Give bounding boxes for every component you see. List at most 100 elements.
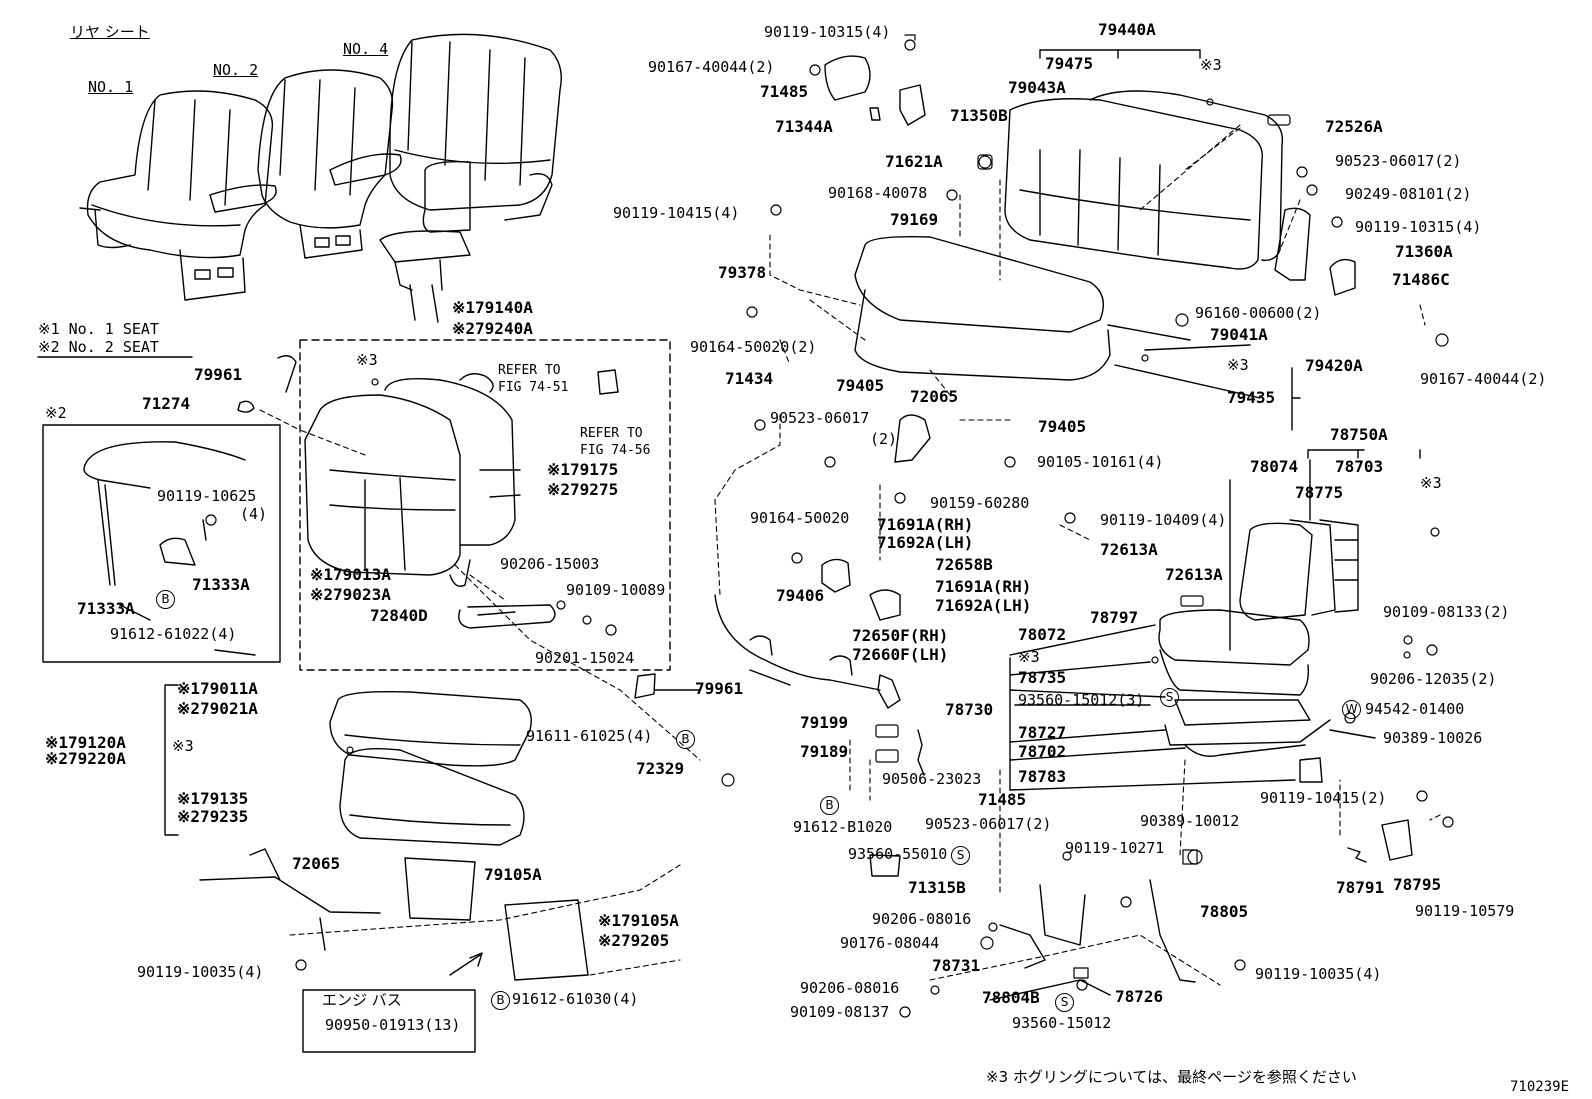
part-label: 71350B <box>950 106 1008 125</box>
part-label: 90523-06017(2) <box>925 815 1052 833</box>
symbol-s-circle: S <box>1160 688 1182 707</box>
part-label: 90176-08044 <box>840 934 940 952</box>
seat-cushion-drawing <box>329 691 532 846</box>
part-label: 90206-08016 <box>872 910 972 928</box>
seat-label-no2: NO. 2 <box>213 61 259 79</box>
part-label: 78805 <box>1200 902 1249 921</box>
part-label: 90167-40044(2) <box>648 58 775 76</box>
part-label: 78791 <box>1336 878 1385 897</box>
part-label: 90167-40044(2) <box>1420 370 1547 388</box>
part-label: 72650F(RH) <box>852 626 949 645</box>
leg-star179105A <box>504 899 589 981</box>
link-78731 <box>999 924 1046 969</box>
part-label: 71274 <box>142 394 191 413</box>
symbol-s-circle: S <box>1055 993 1077 1012</box>
part-label: 79440A <box>1098 20 1156 39</box>
part-label: 90119-10035(4) <box>137 963 264 981</box>
bracket-78783 <box>1299 757 1323 783</box>
part-label: 78726 <box>1115 987 1164 1006</box>
part-label: ※3 <box>172 737 194 755</box>
part-label: 90523-06017(2) <box>1335 152 1462 170</box>
part-label: 79420A <box>1305 356 1363 375</box>
part-label: 78750A <box>1330 425 1388 444</box>
rear-bench-seatback-drawing <box>1004 90 1284 270</box>
part-label: 71360A <box>1395 242 1453 261</box>
leg-frame-78804B <box>1039 884 1086 946</box>
part-label: 90523-06017 <box>770 409 870 427</box>
part-label: 78074 <box>1250 457 1299 476</box>
engine-pointer-arrow <box>449 954 481 976</box>
part-label: (4) <box>240 505 268 523</box>
seat-label-no1: NO. 1 <box>88 78 134 96</box>
part-label: 90119-10415(4) <box>613 204 740 222</box>
part-label: ※279220A <box>45 749 126 768</box>
part-label: 79475 <box>1045 54 1094 73</box>
bracket-78795 <box>1381 819 1413 861</box>
bracket-71485-bottom <box>869 854 901 877</box>
bracket-72065-center <box>894 414 931 463</box>
part-label: 78795 <box>1393 875 1442 894</box>
part-label: 90119-10415(2) <box>1260 789 1387 807</box>
part-label: 90105-10161(4) <box>1037 453 1164 471</box>
part-label: 71485 <box>760 82 809 101</box>
part-label: 72613A <box>1165 565 1223 584</box>
part-label: ※279275 <box>547 480 619 499</box>
part-label: 90119-10315(4) <box>1355 218 1482 236</box>
bracket-79961-b <box>634 673 656 699</box>
part-label: 90164-50020 <box>750 509 850 527</box>
part-label: 90164-50020(2) <box>690 338 817 356</box>
single-seat-drawing <box>1158 519 1359 757</box>
part-label: 71344A <box>775 117 833 136</box>
bracket-71344A <box>869 107 881 121</box>
note-no1-seat: ※1 No. 1 SEAT <box>38 320 159 338</box>
part-label: 96160-00600(2) <box>1195 304 1322 322</box>
footer-note: ※3 ホグリングについては、最終ページを参照ください <box>986 1068 1357 1086</box>
head-restraint-guide <box>459 373 494 393</box>
part-label: 72526A <box>1325 117 1383 136</box>
part-label: 78775 <box>1295 483 1344 502</box>
refer-fig-74-56: REFER TO FIG 74-56 <box>580 426 651 458</box>
part-label: 78072 <box>1018 625 1067 644</box>
part-label: 71621A <box>885 152 943 171</box>
part-label: 78731 <box>932 956 981 975</box>
note-no2-seat: ※2 No. 2 SEAT <box>38 338 159 356</box>
part-label: 72840D <box>370 606 428 625</box>
part-label: 79406 <box>776 586 825 605</box>
part-label: 78702 <box>1018 742 1067 761</box>
hinge-71360A <box>1274 207 1311 281</box>
part-label: 72065 <box>292 854 341 873</box>
part-label: ※3 <box>1420 474 1442 492</box>
part-label: 90119-10035(4) <box>1255 965 1382 983</box>
part-label: 90119-10315(4) <box>764 23 891 41</box>
part-label: 79961 <box>194 365 243 384</box>
engine-vibe-box <box>302 989 476 1053</box>
part-label: 90119-10625 <box>157 487 257 505</box>
part-label: 78730 <box>945 700 994 719</box>
note-star2: ※2 <box>45 404 67 422</box>
refer-fig-74-51: REFER TO FIG 74-51 <box>498 363 569 395</box>
part-label: 90389-10012 <box>1140 812 1240 830</box>
part-label: (2) <box>870 430 898 448</box>
strap-72065 <box>199 848 381 951</box>
symbol-w-circle: W <box>1342 700 1364 719</box>
spring-90506-23023 <box>917 729 925 776</box>
part-label: 78703 <box>1335 457 1384 476</box>
leg-frame-78805 <box>1149 879 1196 983</box>
part-label: 78783 <box>1018 767 1067 786</box>
part-label: 71691A(RH) <box>935 577 1032 596</box>
part-label: 90389-10026 <box>1383 729 1483 747</box>
part-label: 90159-60280 <box>930 494 1030 512</box>
part-label: 90109-08137 <box>790 1003 890 1021</box>
part-label: ※279021A <box>177 699 258 718</box>
part-label: 71333A <box>77 599 135 618</box>
part-label: 78797 <box>1090 608 1139 627</box>
part-label: 90119-10271 <box>1065 839 1165 857</box>
hinge-71691A-b <box>869 589 901 621</box>
part-label: 90206-08016 <box>800 979 900 997</box>
part-label: 90506-23023 <box>882 770 982 788</box>
symbol-s-circle: S <box>951 846 973 865</box>
inset-box-star2 <box>42 424 281 663</box>
part-label: 91611-61025(4) <box>526 727 653 745</box>
part-label: 78804B <box>982 988 1040 1007</box>
